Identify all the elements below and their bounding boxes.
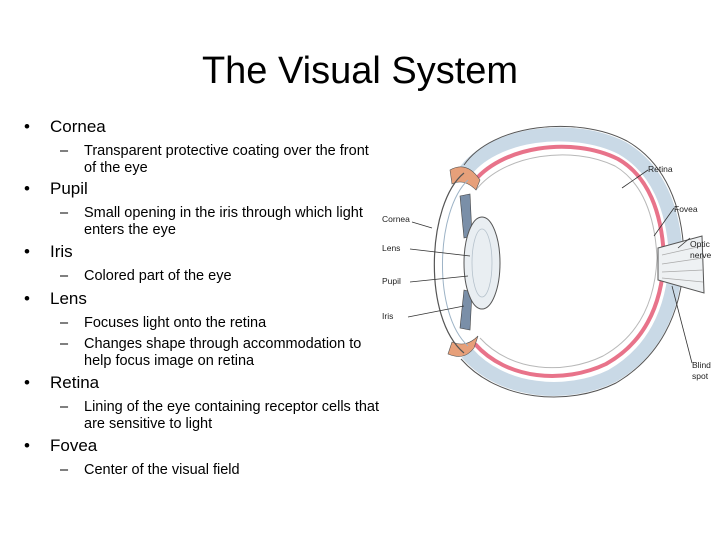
bullet-cornea: • Cornea –Transparent protective coating … [24, 117, 384, 177]
label-optic-nerve-line1: Optic [690, 239, 711, 249]
eye-anatomy-illustration: Cornea Lens Pupil Iris Retina Fovea Opti… [382, 125, 712, 398]
leader-pupil [409, 275, 469, 283]
sub-bullet-text: Changes shape through accommodation to h… [84, 336, 362, 369]
bullet-label: Fovea [50, 436, 98, 455]
bullet-marker: • [24, 436, 30, 455]
label-lens: Lens [382, 243, 400, 253]
sub-bullet: –Changes shape through accommodation to … [24, 336, 384, 370]
leader-iris [407, 305, 465, 318]
leader-retina [621, 169, 649, 189]
label-optic-nerve-line2: nerve [690, 250, 712, 260]
choroid-line [475, 154, 658, 369]
leader-optic-nerve [677, 237, 691, 249]
sub-bullet: –Colored part of the eye [24, 268, 384, 285]
bullet-fovea: • Fovea –Center of the visual field [24, 436, 384, 479]
label-fovea: Fovea [674, 204, 698, 214]
label-blind-spot-line2: spot [692, 371, 709, 381]
label-retina: Retina [648, 164, 673, 174]
retina-layer [470, 144, 667, 378]
bullet-pupil: • Pupil –Small opening in the iris throug… [24, 179, 384, 239]
sub-bullet: –Center of the visual field [24, 462, 384, 479]
bullet-label: Retina [50, 373, 100, 392]
leader-cornea [411, 221, 433, 229]
eye-diagram: Cornea Lens Pupil Iris Retina Fovea Opti… [372, 118, 717, 403]
sub-bullet-text: Center of the visual field [84, 462, 240, 478]
cornea-inner [442, 179, 469, 347]
sub-bullet-text: Lining of the eye containing receptor ce… [84, 399, 380, 432]
lens-core [471, 228, 493, 298]
bullet-marker: • [24, 289, 30, 308]
bullet-label: Iris [50, 242, 73, 261]
optic-nerve-fibers [661, 245, 704, 283]
bullet-retina: • Retina –Lining of the eye containing re… [24, 373, 384, 433]
lens-shape [463, 216, 501, 310]
leader-lens [409, 248, 471, 257]
bullet-marker: • [24, 242, 30, 261]
sub-bullet: –Lining of the eye containing receptor c… [24, 399, 384, 433]
ciliary-muscle-top [449, 166, 481, 191]
bullet-label: Cornea [50, 117, 106, 136]
ciliary-muscle-bottom [447, 335, 479, 357]
bullet-lens: • Lens –Focuses light onto the retina –Ch… [24, 289, 384, 370]
bullet-marker: • [24, 117, 30, 136]
sub-bullet: –Transparent protective coating over the… [24, 143, 384, 177]
bullet-label: Pupil [50, 179, 88, 198]
label-iris: Iris [382, 311, 393, 321]
label-pupil: Pupil [382, 276, 401, 286]
bullet-marker: • [24, 179, 30, 198]
sub-bullet: –Focuses light onto the retina [24, 315, 384, 332]
bullet-marker: • [24, 373, 30, 392]
bullet-iris: • Iris –Colored part of the eye [24, 242, 384, 285]
sub-bullet-text: Small opening in the iris through which … [84, 205, 363, 238]
label-blind-spot-line1: Blind [692, 360, 711, 370]
sub-bullet: –Small opening in the iris through which… [24, 205, 384, 239]
sub-bullet-text: Colored part of the eye [84, 268, 232, 284]
sub-bullet-text: Focuses light onto the retina [84, 315, 267, 331]
slide-title: The Visual System [201, 50, 519, 92]
label-cornea: Cornea [382, 214, 410, 224]
leader-blind-spot [671, 285, 693, 364]
leader-fovea [653, 207, 675, 237]
cornea-shape [433, 172, 465, 354]
bullet-label: Lens [50, 289, 87, 308]
sub-bullet-text: Transparent protective coating over the … [84, 143, 369, 176]
